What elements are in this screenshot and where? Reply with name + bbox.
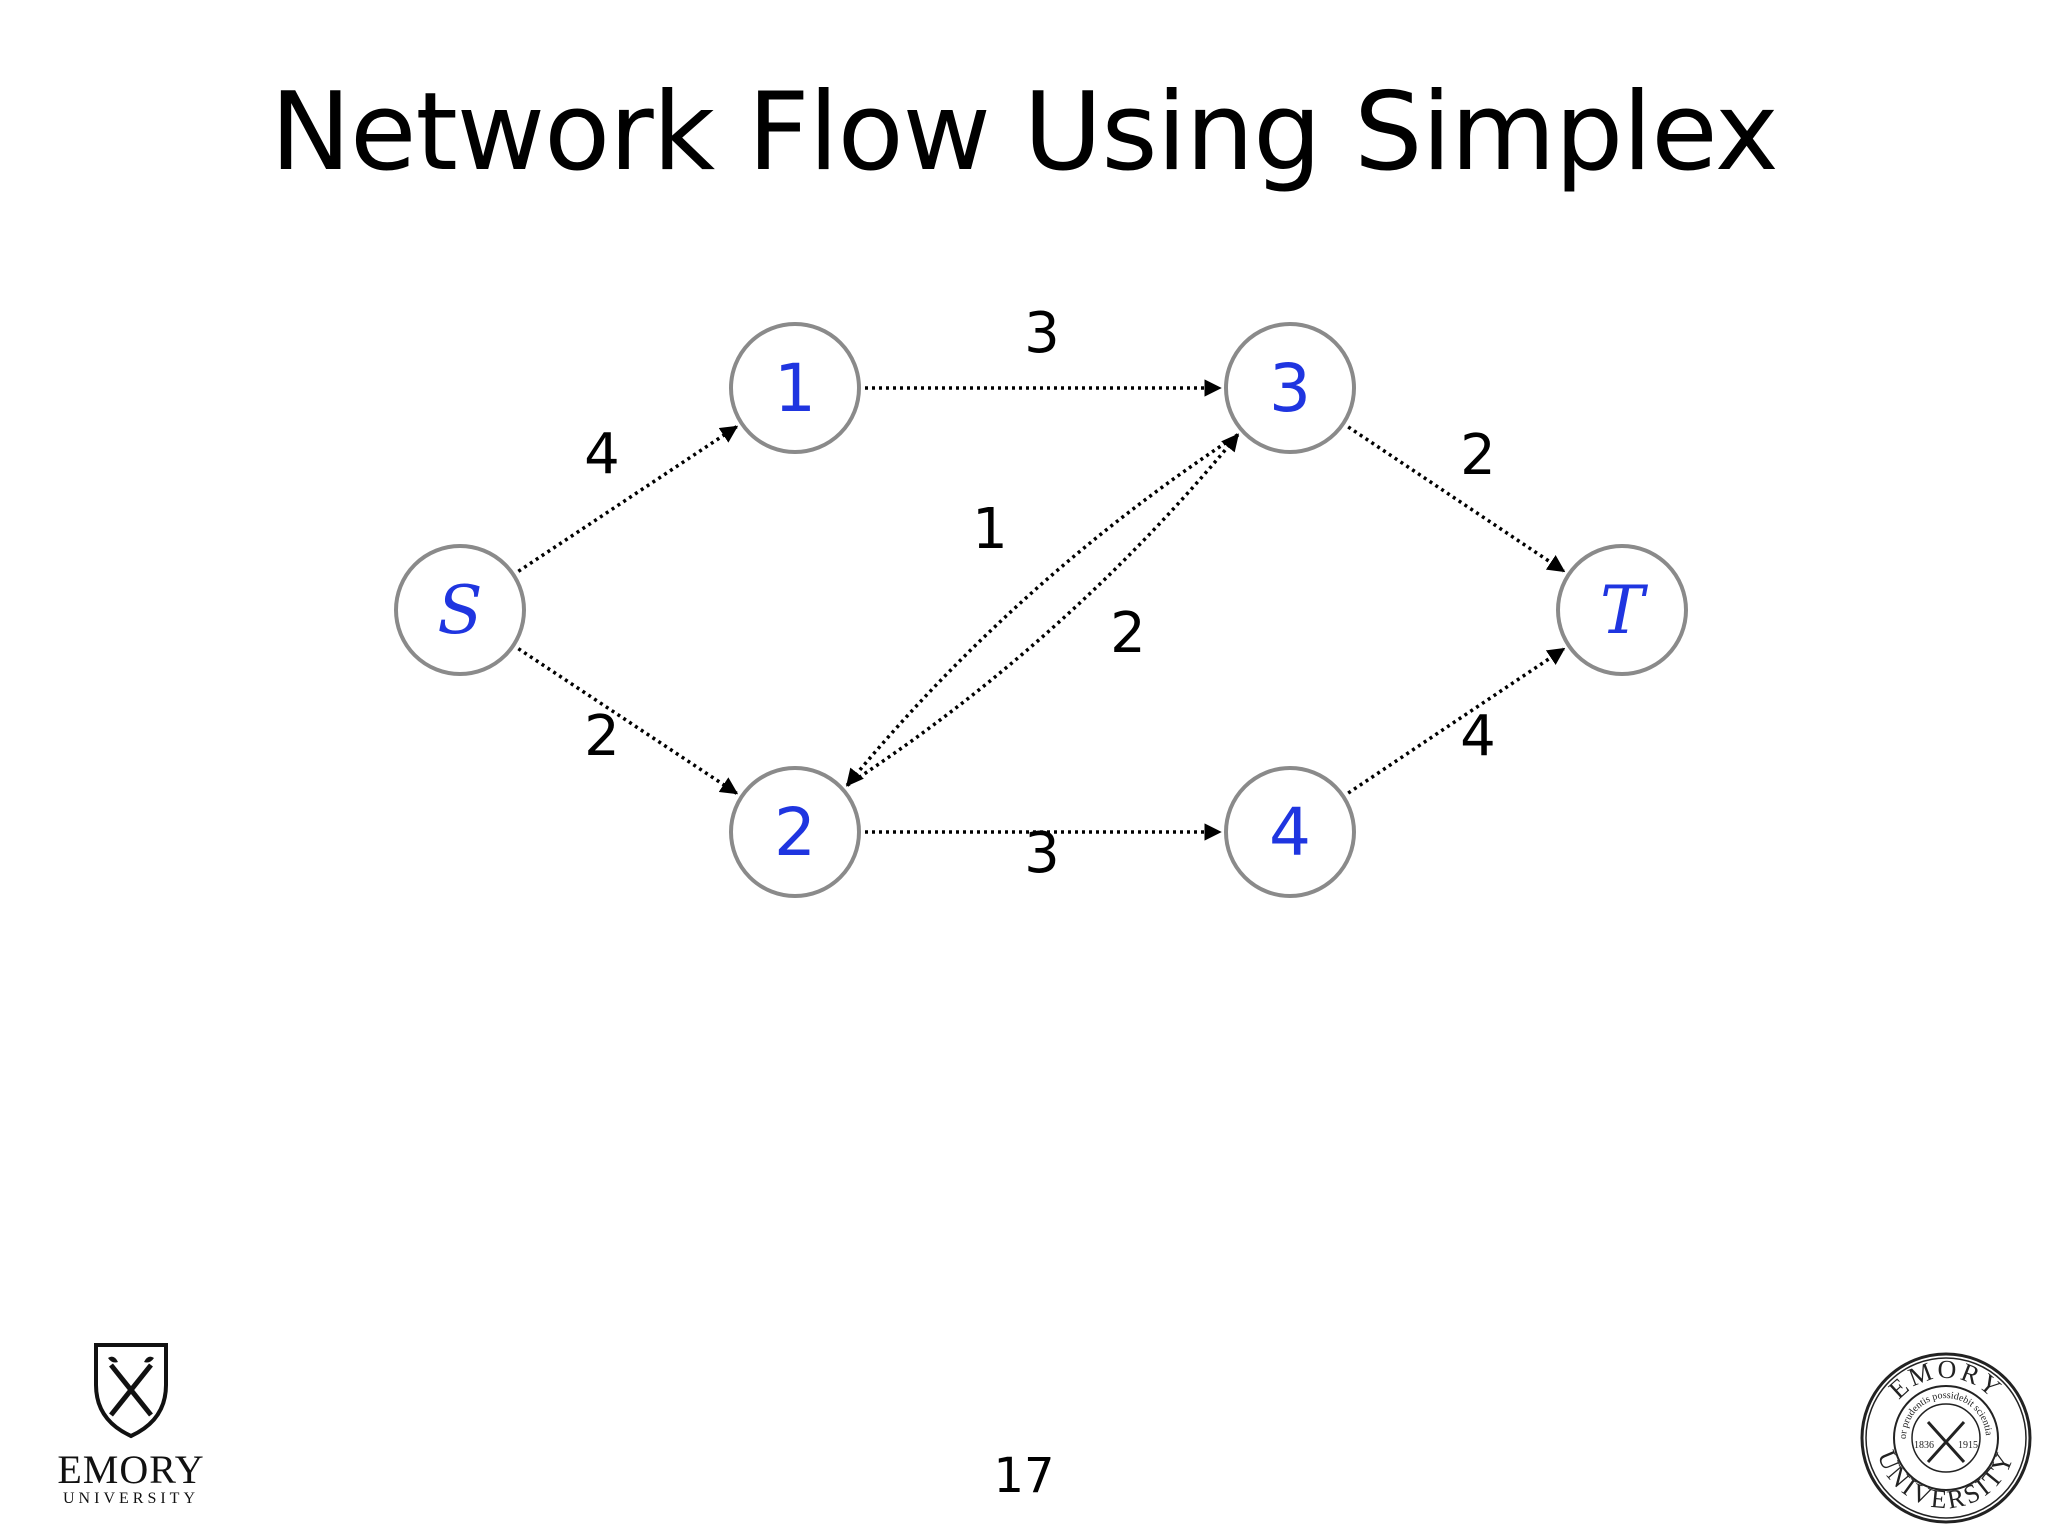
edge-capacity-S-to-2: 2: [584, 704, 620, 769]
emory-seal-icon: EMORY UNIVERSITY cor prudentis possidebi…: [1858, 1350, 2032, 1524]
edge-capacity-S-to-1: 4: [584, 422, 620, 487]
node-label-S: S: [437, 572, 482, 649]
emory-wordmark: EMORY: [57, 1447, 205, 1492]
edge-capacity-4-to-T: 4: [1460, 704, 1496, 769]
edge-4-to-T: [1347, 647, 1566, 795]
edge-arrow-S-to-1: [517, 425, 739, 573]
node-circle-S: [394, 544, 526, 676]
emory-shield-icon: [94, 1343, 168, 1439]
node-label-1: 1: [774, 350, 816, 427]
edge-capacity-3-to-2: 1: [972, 497, 1008, 562]
node-T: T: [1556, 544, 1688, 676]
node-circle-3: [1224, 322, 1356, 454]
node-2: 2: [729, 766, 861, 898]
edge-capacity-3-to-T: 2: [1460, 423, 1496, 488]
edge-arrow-S-to-2: [517, 647, 739, 795]
node-4: 4: [1224, 766, 1356, 898]
edge-arrow-2-to-3: [846, 433, 1240, 787]
edge-2-to-3: [846, 433, 1240, 787]
node-S: S: [394, 544, 526, 676]
node-circle-T: [1556, 544, 1688, 676]
node-circle-2: [729, 766, 861, 898]
node-label-2: 2: [774, 794, 816, 871]
node-circle-1: [729, 322, 861, 454]
node-label-3: 3: [1269, 350, 1311, 427]
edge-capacity-2-to-3: 2: [1110, 601, 1146, 666]
seal-year-right: 1915: [1958, 1440, 1978, 1451]
node-circle-4: [1224, 766, 1356, 898]
node-3: 3: [1224, 322, 1356, 454]
node-label-4: 4: [1269, 794, 1311, 871]
edge-capacity-2-to-4: 3: [1024, 821, 1060, 886]
edge-arrow-3-to-T: [1347, 425, 1566, 573]
edge-3-to-2: [845, 433, 1239, 787]
slide-title: Network Flow Using Simplex: [270, 70, 1779, 195]
node-label-T: T: [1600, 572, 1649, 649]
edge-arrow-4-to-T: [1347, 647, 1566, 795]
university-wordmark: UNIVERSITY: [63, 1490, 199, 1507]
edge-S-to-2: [517, 647, 739, 795]
emory-university-logo: EMORY UNIVERSITY: [56, 1340, 206, 1520]
edge-capacity-1-to-3: 3: [1024, 301, 1060, 366]
edge-3-to-T: [1347, 425, 1566, 573]
node-1: 1: [729, 322, 861, 454]
page-number: 17: [993, 1448, 1055, 1504]
seal-year-left: 1836: [1914, 1440, 1934, 1451]
edge-arrow-3-to-2: [845, 433, 1239, 787]
edge-S-to-1: [517, 425, 739, 573]
